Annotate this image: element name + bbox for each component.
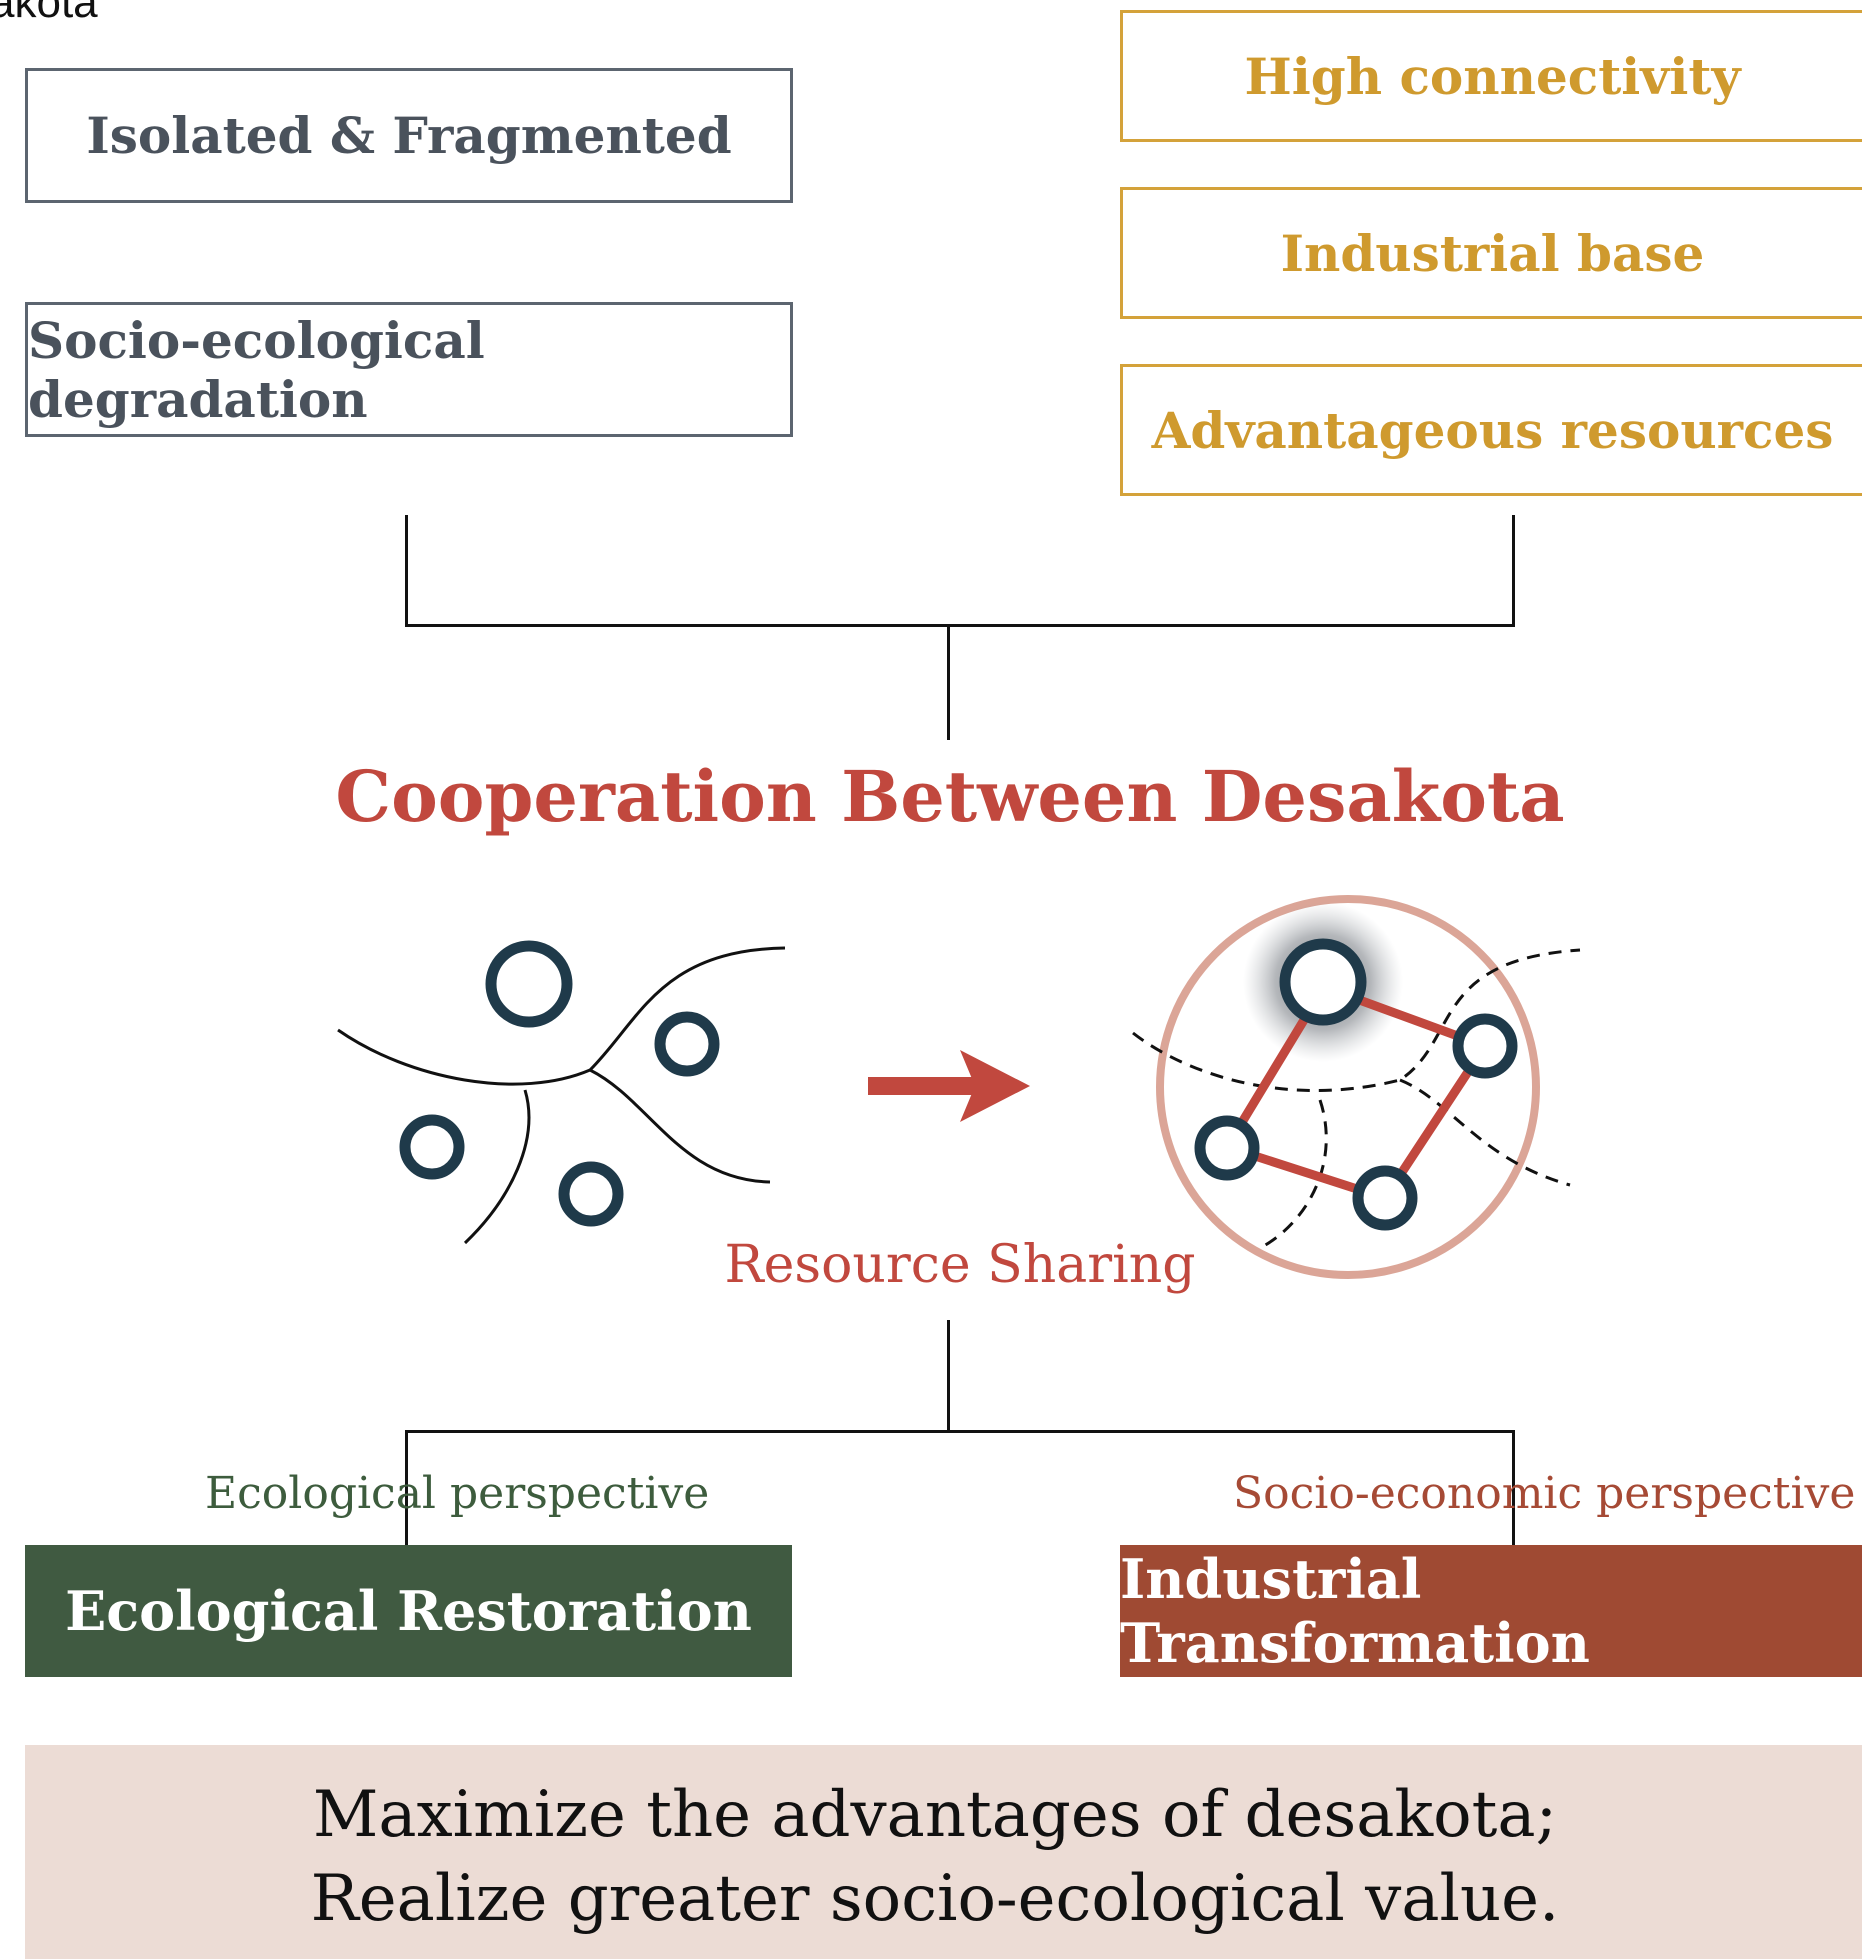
ecological-perspective-label: Ecological perspective xyxy=(205,1468,710,1519)
conclusion-line-1: Maximize the advantages of desakota; xyxy=(312,1778,1558,1852)
boundary-curve-lower xyxy=(463,1089,531,1245)
hub-node xyxy=(1279,938,1367,1026)
fragmented-cluster xyxy=(337,946,786,1245)
connector-lower-left xyxy=(405,1431,408,1546)
socioeconomic-perspective-label: Socio-economic perspective xyxy=(1233,1468,1856,1519)
connector-lower-right xyxy=(1512,1431,1515,1546)
industrial-transformation-box: Industrial Transformation xyxy=(1120,1545,1862,1677)
advantage-box-connectivity: High connectivity xyxy=(1120,10,1862,142)
dashed-boundary xyxy=(1132,948,1581,1092)
advantage-box-industrial: Industrial base xyxy=(1120,187,1862,319)
industrial-transformation-label: Industrial Transformation xyxy=(1120,1547,1590,1675)
cooperation-illustration xyxy=(337,895,1581,1279)
connected-node xyxy=(1194,1115,1260,1181)
conclusion-line-2: Realize greater socio-ecological value. xyxy=(310,1862,1560,1936)
advantage-label-connectivity: High connectivity xyxy=(1244,46,1741,106)
connected-node xyxy=(1352,1165,1418,1231)
isolated-node xyxy=(485,940,573,1028)
isolated-node xyxy=(654,1011,720,1077)
isolated-nodes xyxy=(399,940,720,1227)
ecological-restoration-label: Ecological Restoration xyxy=(65,1579,752,1643)
connector-left-down xyxy=(405,515,408,627)
transition-arrow-icon xyxy=(868,1050,1030,1122)
boundary-curve-branch xyxy=(589,1068,771,1184)
challenge-box-degradation: Socio-ecological degradation xyxy=(25,302,793,437)
diagram-title: Cooperation Between Desakota xyxy=(335,755,1565,838)
connector-center-stem xyxy=(947,626,950,740)
connector-top-horizontal xyxy=(405,624,1515,627)
cropped-top-label: akota xyxy=(0,0,98,27)
challenge-label-degradation: Socio-ecological degradation xyxy=(28,310,485,429)
connector-lower-stem xyxy=(947,1320,950,1433)
advantage-box-resources: Advantageous resources xyxy=(1120,364,1862,496)
conclusion-panel xyxy=(25,1745,1862,1959)
isolated-node xyxy=(399,1114,465,1180)
cluster-boundary-ring xyxy=(1156,895,1540,1279)
challenge-label-isolated: Isolated & Fragmented xyxy=(86,106,732,165)
ecological-restoration-box: Ecological Restoration xyxy=(25,1545,792,1677)
advantage-label-resources: Advantageous resources xyxy=(1151,400,1834,460)
resource-sharing-caption: Resource Sharing xyxy=(724,1235,1196,1295)
connector-right-down xyxy=(1512,515,1515,627)
connector-lower-horizontal xyxy=(405,1430,1515,1433)
challenge-box-isolated: Isolated & Fragmented xyxy=(25,68,793,203)
isolated-node xyxy=(558,1161,624,1227)
connected-cluster xyxy=(1132,895,1581,1279)
connected-node xyxy=(1452,1013,1518,1079)
advantage-label-industrial: Industrial base xyxy=(1280,223,1705,283)
